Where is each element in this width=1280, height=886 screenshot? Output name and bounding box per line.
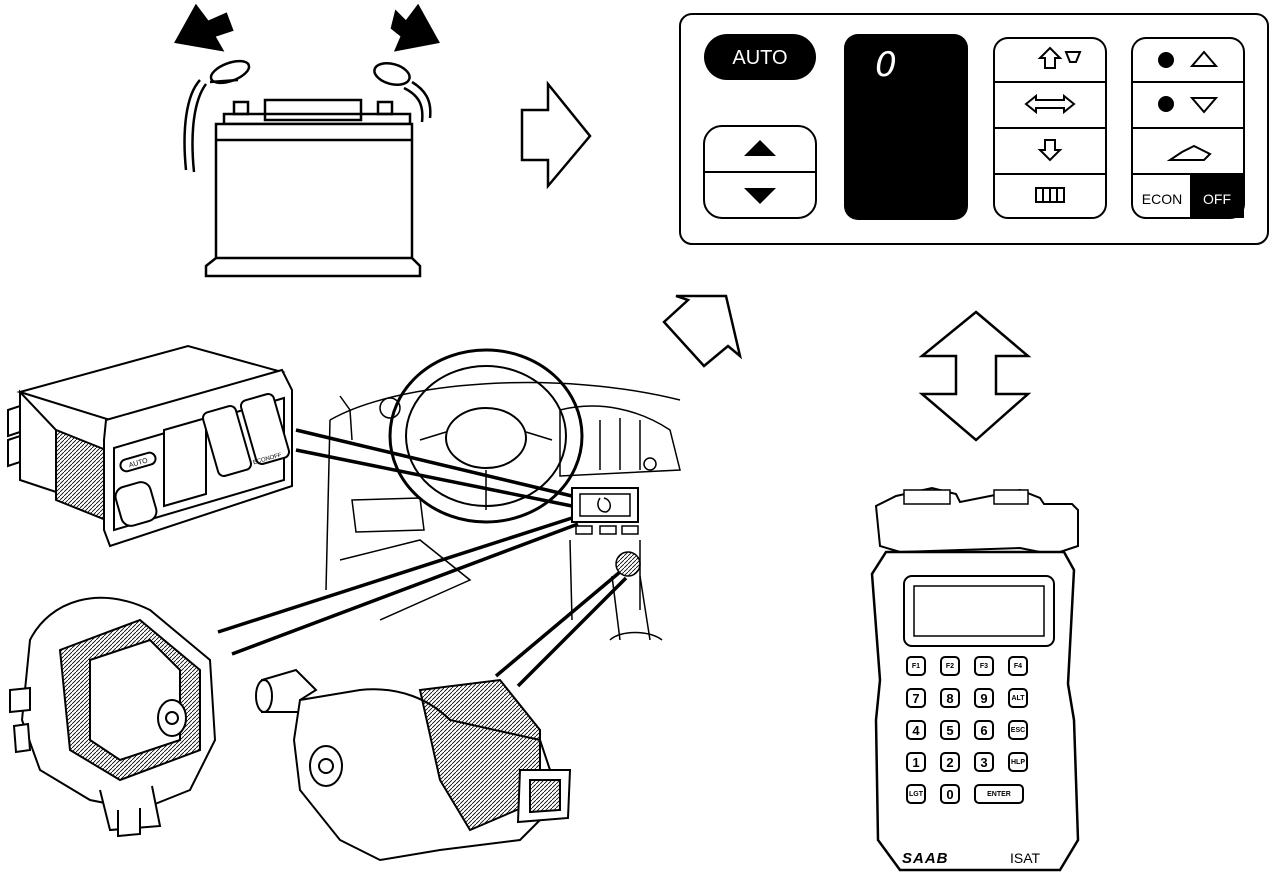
small-econ-label: ECON — [253, 456, 271, 467]
air-distribution-group — [993, 37, 1107, 219]
auto-button-label: AUTO — [732, 47, 787, 69]
off-button[interactable]: OFF — [1190, 174, 1244, 218]
off-label: OFF — [1203, 191, 1231, 207]
isat-key-alt[interactable]: ALT — [1008, 688, 1028, 708]
triangle-up-icon — [1189, 50, 1219, 67]
triangle-down-icon — [1189, 97, 1219, 114]
isat-key-2[interactable]: 2 — [940, 752, 960, 772]
arrow-right-icon — [520, 80, 592, 190]
temp-up-icon[interactable] — [744, 140, 776, 156]
actuator-motor-left — [9, 596, 217, 838]
isat-brand: SAAB — [902, 850, 949, 867]
isat-key-0[interactable]: 0 — [940, 784, 960, 804]
display-value: 0 — [875, 45, 897, 85]
small-off-label: OFF — [269, 452, 283, 461]
auto-button[interactable]: AUTO — [704, 34, 816, 80]
isat-screen — [913, 585, 1045, 637]
climate-panel: AUTO 0 — [679, 13, 1269, 245]
arrow-up-right-icon — [662, 294, 743, 368]
actuator-motor-right — [255, 668, 572, 862]
fan-down-button[interactable] — [1158, 96, 1219, 114]
isat-key-5[interactable]: 5 — [940, 720, 960, 740]
battery-icon — [174, 3, 440, 278]
fan-group: ECON OFF — [1131, 37, 1245, 219]
arrow-up-right-icon — [390, 3, 440, 52]
fan-icon — [1158, 96, 1174, 112]
isat-key-1[interactable]: 1 — [906, 752, 926, 772]
fan-up-button[interactable] — [1158, 50, 1219, 68]
isat-key-7[interactable]: 7 — [906, 688, 926, 708]
isat-key-8[interactable]: 8 — [940, 688, 960, 708]
leader-lines — [217, 428, 628, 688]
isat-model: ISAT — [1010, 850, 1041, 866]
isat-key-3[interactable]: 3 — [974, 752, 994, 772]
isat-key-f3[interactable]: F3 — [974, 656, 994, 676]
double-arrow-vertical-icon — [918, 310, 1032, 442]
rear-defrost-icon[interactable] — [1035, 187, 1065, 203]
isat-key-row: LGT 0 ENTER — [906, 784, 1046, 804]
temp-down-icon[interactable] — [744, 188, 776, 204]
windscreen-air-icon[interactable] — [1037, 46, 1082, 69]
isat-key-esc[interactable]: ESC — [1008, 720, 1028, 740]
dashboard-illustration — [325, 348, 681, 641]
econ-button[interactable]: ECON — [1142, 191, 1182, 207]
temperature-stepper[interactable] — [703, 125, 817, 219]
isat-key-9[interactable]: 9 — [974, 688, 994, 708]
isat-key-4[interactable]: 4 — [906, 720, 926, 740]
climate-control-unit: AUTO ECON OFF — [7, 344, 293, 548]
isat-key-f4[interactable]: F4 — [1008, 656, 1028, 676]
isat-key-f2[interactable]: F2 — [940, 656, 960, 676]
isat-key-row: F1 F2 F3 F4 — [906, 656, 1046, 676]
floor-air-icon[interactable] — [1037, 139, 1063, 162]
isat-key-hlp[interactable]: HLP — [1008, 752, 1028, 772]
isat-key-lgt[interactable]: LGT — [906, 784, 926, 804]
isat-key-enter[interactable]: ENTER — [974, 784, 1024, 804]
arrow-up-left-icon — [174, 3, 234, 52]
face-air-icon[interactable] — [1024, 93, 1076, 115]
recirculation-icon[interactable] — [1166, 144, 1212, 161]
isat-key-6[interactable]: 6 — [974, 720, 994, 740]
temperature-display: 0 — [844, 34, 968, 220]
isat-key-f1[interactable]: F1 — [906, 656, 926, 676]
econ-label: ECON — [1142, 191, 1182, 207]
fan-icon — [1158, 52, 1174, 68]
